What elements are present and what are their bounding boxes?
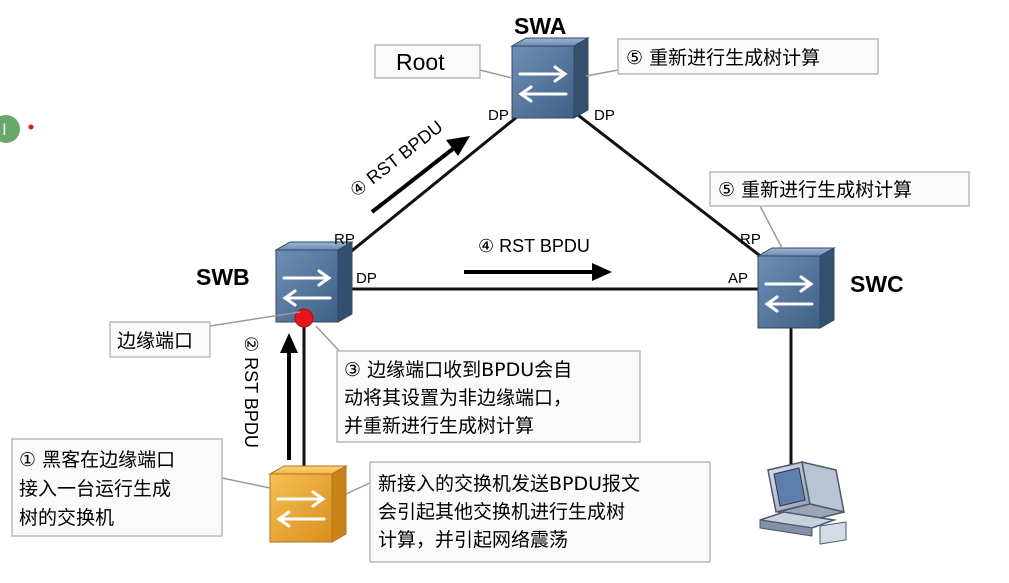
root-label: Root xyxy=(396,49,445,75)
arrow-from-rogue-label: ② RST BPDU xyxy=(241,336,261,448)
callout-pointers xyxy=(209,69,783,495)
step1-line-1: ① 黑客在边缘端口 xyxy=(19,449,175,471)
swc-ap-label: AP xyxy=(728,270,748,287)
arrow-to-swa-label: ④ RST BPDU xyxy=(346,117,446,202)
pc-icon[interactable] xyxy=(759,461,847,545)
step3-line-2: 动将其设置为非边缘端口， xyxy=(344,387,572,409)
swa-recalc-text: ⑤ 重新进行生成树计算 xyxy=(626,47,820,69)
arrow-from-rogue-head xyxy=(280,333,298,353)
step3-line-3: 并重新进行生成树计算 xyxy=(344,415,534,437)
swa-recalc-box xyxy=(617,38,879,75)
root-callout-box xyxy=(374,44,481,79)
swb-rp-label: RP xyxy=(334,231,355,248)
step3-line-1: ③ 边缘端口收到BPDU会自 xyxy=(344,359,572,381)
links xyxy=(302,110,793,468)
swa-name: SWA xyxy=(514,13,566,39)
arrow-to-swa-head xyxy=(446,136,470,156)
note-box xyxy=(369,461,711,563)
swa-left-port-label: DP xyxy=(488,107,509,124)
step1-line-2: 接入一台运行生成 xyxy=(19,478,171,500)
step1-box xyxy=(11,438,223,537)
switch-swb-icon[interactable] xyxy=(274,241,354,323)
step3-box xyxy=(336,350,641,443)
arrow-to-swa xyxy=(370,146,456,214)
note-line-1: 新接入的交换机发送BPDU报文 xyxy=(378,473,640,495)
swc-recalc-box xyxy=(709,171,970,207)
note-line-3: 计算，并引起网络震荡 xyxy=(378,529,568,551)
arrow-to-swc-head xyxy=(592,263,612,281)
note-line-2: 会引起其他交换机进行生成树 xyxy=(378,501,625,523)
step1-line-3: 树的交换机 xyxy=(19,507,114,529)
bpdu-arrows xyxy=(280,136,612,460)
switch-swa-icon[interactable] xyxy=(510,37,590,119)
edge-port-box xyxy=(109,321,211,358)
rogue-switch-icon[interactable] xyxy=(268,465,348,543)
callout-boxes xyxy=(11,38,970,563)
cursor-icon: I xyxy=(0,115,34,143)
swa-right-port-label: DP xyxy=(594,107,615,124)
switch-swc-icon[interactable] xyxy=(756,247,836,329)
swb-name: SWB xyxy=(196,264,250,290)
edge-port-text: 边缘端口 xyxy=(117,330,193,352)
svg-text:I: I xyxy=(2,120,7,139)
link-swa-swb xyxy=(337,110,524,264)
link-swa-swc xyxy=(573,110,769,264)
swc-name: SWC xyxy=(850,271,904,297)
arrow-to-swc-label: ④ RST BPDU xyxy=(478,236,590,256)
swc-rp-label: RP xyxy=(740,231,761,248)
swc-recalc-text: ⑤ 重新进行生成树计算 xyxy=(718,179,912,201)
swb-dp-label: DP xyxy=(356,270,377,287)
edge-port-dot xyxy=(294,308,314,328)
